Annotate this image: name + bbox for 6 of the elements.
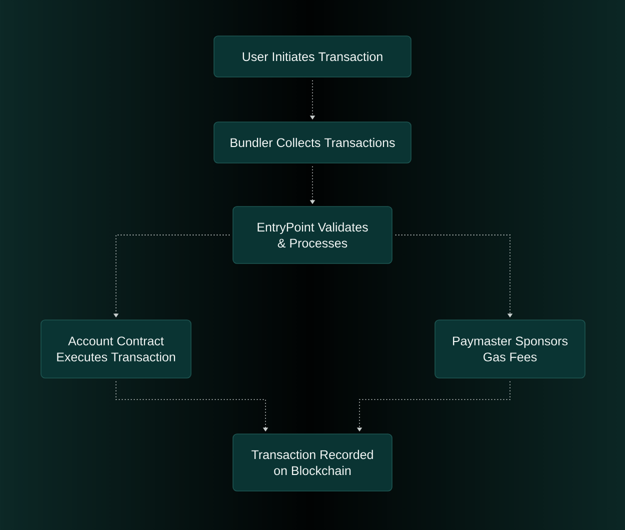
process-box: Paymaster Sponsors Gas Fees xyxy=(434,320,586,378)
process-box: User Initiates Transaction xyxy=(214,36,412,78)
process-box: Transaction Recorded on Blockchain xyxy=(232,434,392,492)
process-box: Account Contract Executes Transaction xyxy=(40,320,192,378)
process-box: Bundler Collects Transactions xyxy=(214,122,412,164)
process-box: EntryPoint Validates & Processes xyxy=(232,206,392,264)
